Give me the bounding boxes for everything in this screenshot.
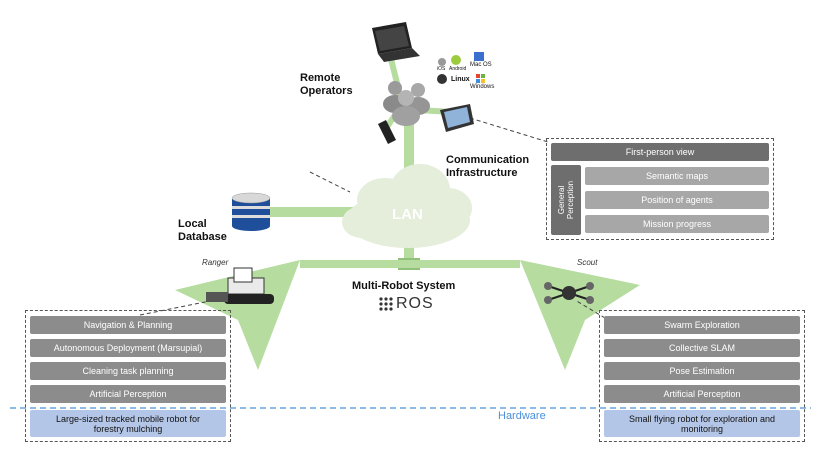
ranger-item-deployment: Autonomous Deployment (Marsupial) [30,339,226,357]
android-text: Android [449,66,467,72]
scout-label: Scout [577,258,598,267]
mission-progress-box: Mission progress [585,215,769,233]
scout-drone-icon [544,282,594,304]
scout-panel [599,310,805,442]
macos-text: Mac OS [470,62,492,68]
ranger-item-cleaning: Cleaning task planning [30,362,226,380]
position-of-agents-box: Position of agents [585,191,769,209]
lan-cloud-icon [342,164,472,248]
perception-panel [546,138,774,240]
scout-item-pose: Pose Estimation [604,362,800,380]
remote-operators-label: Remote Operators [300,72,353,97]
link-lan-ros [404,245,414,263]
ranger-item-perception: Artificial Perception [30,385,226,403]
laptop-icon [372,22,420,62]
ios-text: iOS [437,66,446,72]
phone-icon [378,120,396,144]
ranger-cone [175,260,300,370]
multi-robot-label: Multi-Robot System [352,280,456,292]
hardware-label: Hardware [498,410,546,422]
local-db-label: Local Database [178,218,227,243]
database-icon [231,192,271,231]
general-perception-box: General Perception [551,165,581,235]
semantic-maps-box: Semantic maps [585,167,769,185]
os-logos-icon [437,52,485,84]
scout-item-swarm: Swarm Exploration [604,316,800,334]
first-person-view-box: First-person view [551,143,769,161]
ros-logo-icon [379,297,393,311]
scout-item-slam: Collective SLAM [604,339,800,357]
pointer-db [309,171,351,193]
ranger-panel [25,310,231,442]
ranger-item-navigation: Navigation & Planning [30,316,226,334]
ros-bar [300,260,520,268]
tablet-icon [440,104,474,132]
windows-text: Windows [470,84,495,90]
ros-label: ROS [396,295,434,312]
ranger-hardware-box: Large-sized tracked mobile robot for for… [30,410,226,437]
ranger-robot-icon [206,267,274,304]
link-operators-lan [404,110,414,180]
ranger-label: Ranger [202,258,229,267]
linux-text: Linux [451,76,470,83]
scout-item-perception: Artificial Perception [604,385,800,403]
comm-infra-label: Communication Infrastructure [446,154,530,179]
pointer-tablet [469,117,549,143]
lan-label: LAN [392,206,423,223]
operators-icon [383,81,430,126]
pointer-scout [574,299,606,319]
scout-hardware-box: Small flying robot for exploration and m… [604,410,800,437]
link-db-lan [270,207,362,217]
general-perception-label: General Perception [557,180,575,220]
